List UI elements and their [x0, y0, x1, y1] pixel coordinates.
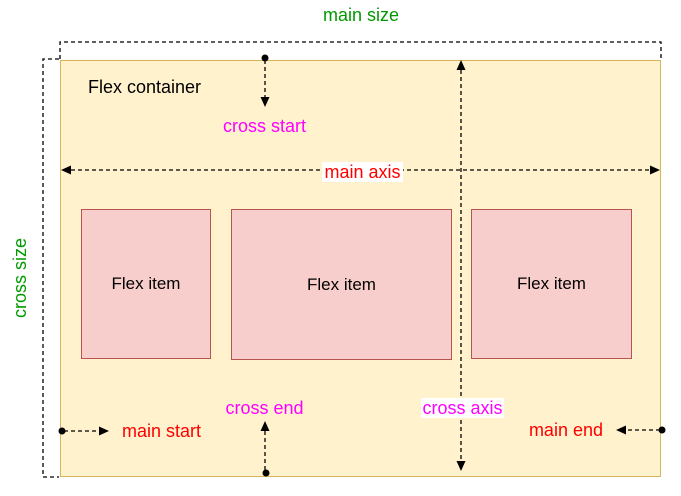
cross-start-arrowhead [260, 97, 270, 107]
cross-axis-top-arrowhead [456, 60, 466, 70]
main-axis-right-arrowhead [650, 165, 660, 175]
flex-item-label: Flex item [111, 274, 181, 293]
cross-axis-bottom-arrowhead [456, 461, 466, 471]
cross-start-label: cross start [222, 116, 306, 136]
flex-item-2: Flex item [231, 209, 452, 360]
main-start-dot [58, 427, 66, 435]
cross-end-dot [262, 469, 270, 477]
main-axis-left-arrowhead [61, 165, 71, 175]
cross-axis-label: cross axis [421, 398, 504, 418]
main-end-label: main end [528, 420, 603, 440]
arrowheads-and-dots [58, 54, 666, 477]
cross-size-bracket [42, 58, 59, 478]
flex-container-label: Flex container [88, 77, 202, 97]
flex-item-3: Flex item [471, 209, 632, 359]
main-end-dot [658, 426, 666, 434]
cross-end-arrowhead [260, 421, 270, 431]
flex-container: Flex container Flex item Flex item Flex … [60, 60, 661, 477]
main-size-bracket [59, 41, 662, 59]
flex-item-1: Flex item [81, 209, 211, 359]
main-start-label: main start [122, 421, 202, 441]
main-axis-label: main axis [322, 162, 403, 182]
flex-item-label: Flex item [307, 274, 376, 294]
cross-end-label: cross end [225, 398, 304, 418]
cross-size-label: cross size [10, 238, 30, 319]
cross-start-dot [261, 54, 269, 62]
flex-item-label: Flex item [517, 274, 586, 293]
main-start-arrowhead [99, 426, 109, 436]
main-end-arrowhead [616, 425, 626, 435]
main-size-label: main size [322, 5, 400, 25]
